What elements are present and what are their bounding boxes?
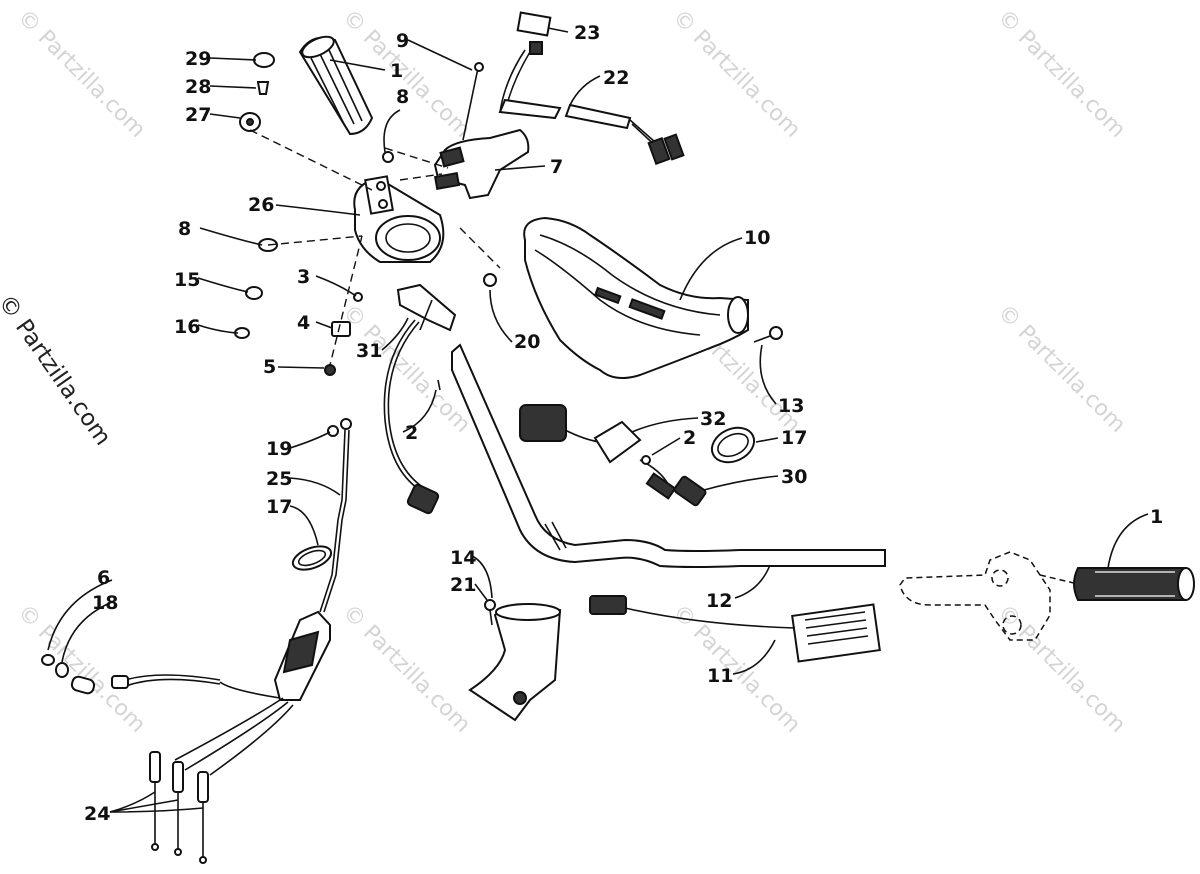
throttle-cable xyxy=(291,418,352,613)
screw xyxy=(484,599,496,626)
callout-label-14: 14 xyxy=(450,547,477,569)
right-grip xyxy=(1073,567,1195,601)
callout-label-6: 6 xyxy=(97,567,111,589)
callout-label-29: 29 xyxy=(185,48,212,70)
callout-label-7: 7 xyxy=(550,156,564,178)
callout-label-22: 22 xyxy=(603,67,630,89)
callout-label-21: 21 xyxy=(450,574,477,596)
callout-label-23: 23 xyxy=(574,22,601,44)
callout-label-8: 8 xyxy=(396,86,410,108)
callout-label-2: 2 xyxy=(683,427,697,449)
screw xyxy=(753,326,783,343)
carb-cable-end xyxy=(149,751,209,864)
callout-label-4: 4 xyxy=(297,312,311,334)
throttle-housing xyxy=(353,175,445,263)
callout-label-31: 31 xyxy=(356,340,383,362)
control-wire xyxy=(383,319,441,515)
leader-lines xyxy=(47,27,1149,813)
callout-label-15: 15 xyxy=(174,269,201,291)
callout-label-24: 24 xyxy=(84,803,111,825)
throttle-lever xyxy=(396,283,457,332)
callout-label-3: 3 xyxy=(297,266,311,288)
left-grip xyxy=(298,35,374,136)
handlebar xyxy=(451,343,886,568)
callout-label-27: 27 xyxy=(185,104,212,126)
hand-guard xyxy=(523,216,749,380)
callout-label-28: 28 xyxy=(185,76,212,98)
callout-label-16: 16 xyxy=(174,316,201,338)
kill-switch xyxy=(519,404,707,507)
switch-housing xyxy=(433,128,530,200)
callout-label-19: 19 xyxy=(266,438,293,460)
brake-lever-phantom xyxy=(899,551,1079,641)
callout-label-11: 11 xyxy=(707,665,734,687)
wiring-harness-top xyxy=(498,11,685,166)
callout-label-1: 1 xyxy=(390,60,404,82)
callout-label-17: 17 xyxy=(781,427,808,449)
callout-label-9: 9 xyxy=(396,30,410,52)
callout-label-10: 10 xyxy=(744,227,771,249)
callout-label-17: 17 xyxy=(266,496,293,518)
fasteners xyxy=(234,52,497,437)
callout-label-5: 5 xyxy=(263,356,277,378)
callout-label-8: 8 xyxy=(178,218,192,240)
callout-label-12: 12 xyxy=(706,590,733,612)
cable-junction xyxy=(124,610,331,776)
mount-bracket xyxy=(468,603,562,722)
callout-label-20: 20 xyxy=(514,331,541,353)
callout-label-18: 18 xyxy=(92,592,119,614)
callout-label-2: 2 xyxy=(405,422,419,444)
callout-label-30: 30 xyxy=(781,466,808,488)
hose-clamp xyxy=(710,426,756,464)
heating-element xyxy=(589,595,881,663)
callout-label-32: 32 xyxy=(700,408,727,430)
callout-label-26: 26 xyxy=(248,194,275,216)
assembly-lines xyxy=(249,129,501,366)
callout-label-13: 13 xyxy=(778,395,805,417)
callout-label-25: 25 xyxy=(266,468,293,490)
choke-cable-end xyxy=(41,654,129,695)
callout-label-1: 1 xyxy=(1150,506,1164,528)
